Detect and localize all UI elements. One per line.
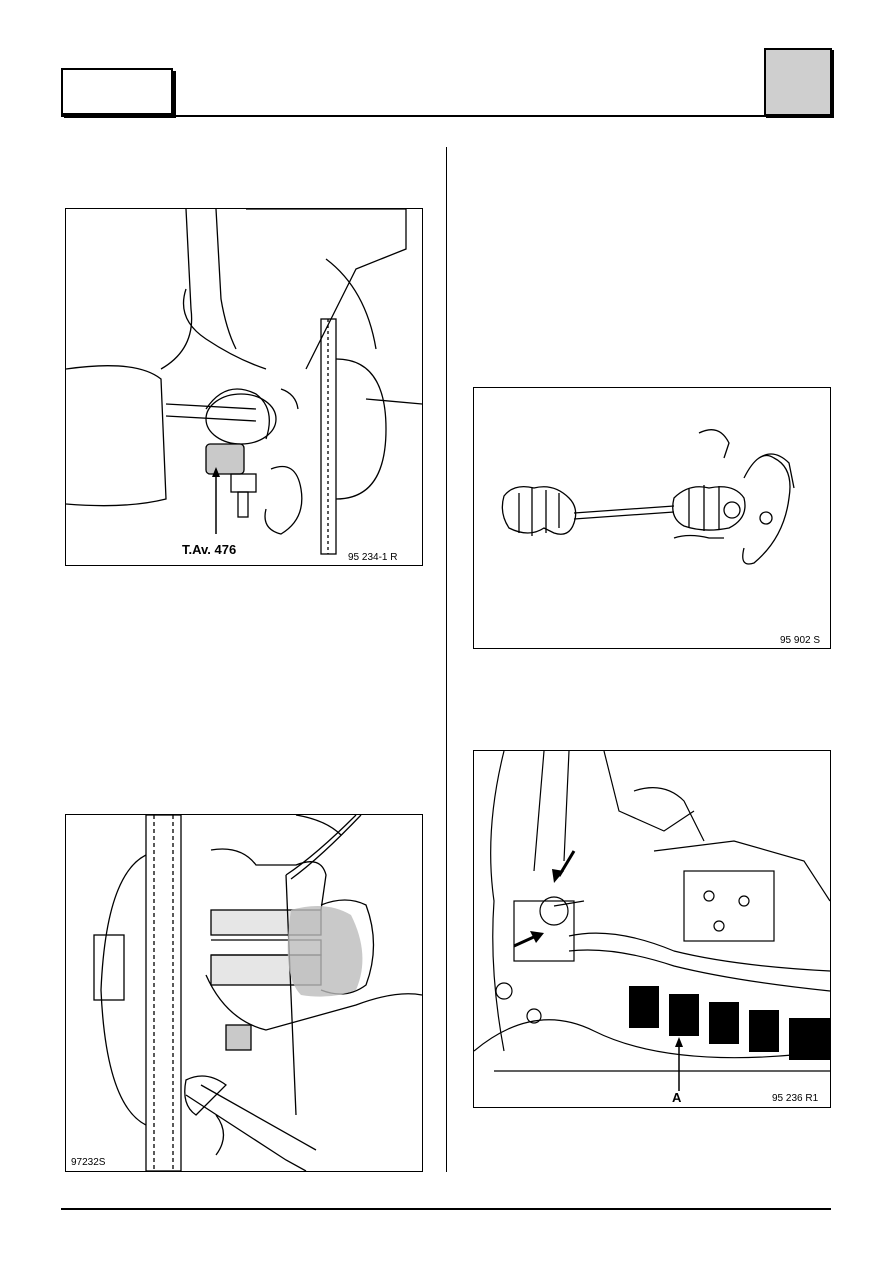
tool-callout: T.Av. 476 (182, 542, 237, 557)
header-right-tab (764, 48, 832, 116)
figure-1: T.Av. 476 95 234-1 R (65, 208, 423, 566)
figure-2: 95 902 S (473, 387, 831, 649)
column-divider (446, 147, 447, 1172)
figure-1-illustration (66, 209, 422, 555)
footer-rule (61, 1208, 831, 1210)
reference-letter: A (672, 1090, 682, 1105)
figure-ref: 95 234-1 R (348, 552, 398, 563)
figure-ref: 95 902 S (780, 635, 821, 646)
figure-3-illustration (93, 815, 422, 1171)
figure-4: A 95 236 R1 (473, 750, 831, 1108)
figure-4-illustration (474, 751, 830, 1091)
figure-3: 97232S (65, 814, 423, 1172)
header-left-box (61, 68, 173, 115)
figure-ref: 95 236 R1 (772, 1093, 819, 1104)
header-rule (61, 115, 831, 117)
figure-2-illustration (501, 429, 795, 565)
figure-ref: 97232S (71, 1157, 106, 1168)
